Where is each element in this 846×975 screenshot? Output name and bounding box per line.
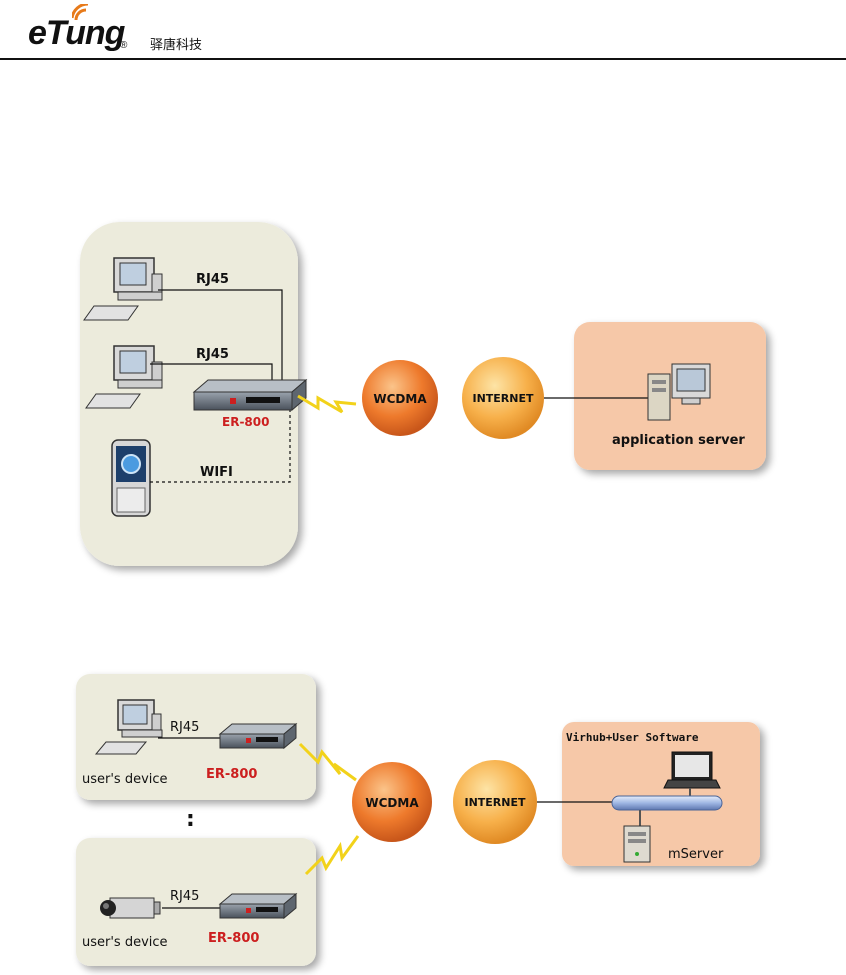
lightning-bolt-icon (298, 396, 356, 412)
rj45-label: RJ45 (196, 347, 229, 362)
ellipsis: : (186, 807, 195, 832)
software-title: Virhub+User Software (566, 731, 699, 744)
mobile-phone-icon (112, 440, 150, 516)
router-icon (220, 724, 296, 748)
router-icon (194, 380, 306, 410)
diagram-1: RJ45 RJ45 WIFI ER-800 WCDMA INTERNET (80, 222, 766, 566)
diagram-2: user's device RJ45 ER-800 : user's devic… (76, 674, 760, 966)
router-label: ER-800 (208, 931, 259, 946)
server-icon (624, 826, 650, 862)
router-label: ER-800 (206, 767, 257, 782)
virhub-bus (612, 796, 722, 810)
router-icon (220, 894, 296, 918)
wcdma-label: WCDMA (373, 392, 427, 406)
internet-label: INTERNET (472, 392, 534, 405)
server-label: application server (612, 433, 745, 448)
device-label: user's device (82, 935, 168, 950)
server-label: mServer (668, 847, 724, 862)
router-label: ER-800 (222, 415, 269, 429)
internet-label: INTERNET (464, 796, 526, 809)
device-label: user's device (82, 772, 168, 787)
rj45-label: RJ45 (196, 272, 229, 287)
wifi-label: WIFI (200, 465, 233, 480)
rj45-label: RJ45 (170, 720, 199, 735)
wcdma-label: WCDMA (365, 796, 419, 810)
rj45-label: RJ45 (170, 889, 199, 904)
camera-icon (100, 898, 160, 918)
laptop-icon (664, 752, 720, 788)
